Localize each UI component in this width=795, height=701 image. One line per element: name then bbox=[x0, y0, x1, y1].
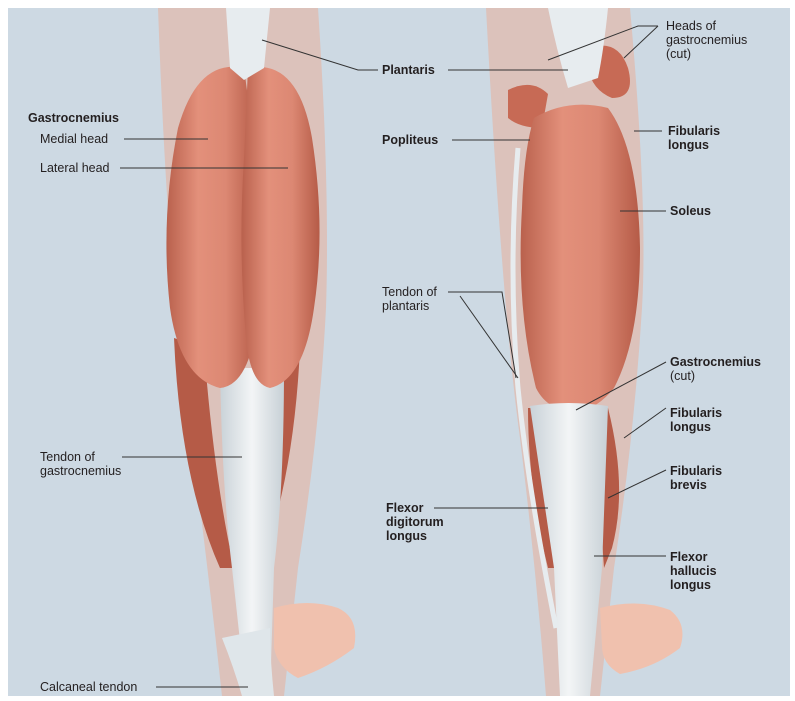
soleus-label: Soleus bbox=[670, 204, 711, 218]
tendon-of-gastrocnemius-label: Tendon of gastrocnemius bbox=[40, 450, 121, 478]
flexor-hallucis-longus-label: Flexor hallucis longus bbox=[670, 550, 717, 592]
soleus-shape bbox=[521, 105, 640, 412]
fibularis-longus-upper-label: Fibularis longus bbox=[668, 124, 720, 152]
fibularis-longus-lower-label: Fibularis longus bbox=[670, 406, 722, 434]
right-foot bbox=[600, 603, 682, 674]
flexor-digitorum-longus-label: Flexor digitorum longus bbox=[386, 501, 444, 543]
plantaris-label: Plantaris bbox=[382, 63, 435, 77]
fibularis-brevis-label: Fibularis brevis bbox=[670, 464, 722, 492]
gastrocnemius-heading-label: Gastrocnemius bbox=[28, 111, 119, 125]
heads-of-gastrocnemius-cut-label: Heads of gastrocnemius (cut) bbox=[666, 19, 747, 61]
left-foot bbox=[274, 603, 355, 678]
calcaneal-tendon-label: Calcaneal tendon bbox=[40, 680, 137, 694]
leg-muscles-artwork bbox=[8, 8, 790, 696]
left-leg-superficial bbox=[158, 8, 355, 696]
gastrocnemius-cut-label: Gastrocnemius bbox=[670, 355, 761, 369]
medial-head-label: Medial head bbox=[40, 132, 108, 146]
popliteus-label: Popliteus bbox=[382, 133, 438, 147]
right-leg-deep bbox=[486, 8, 682, 696]
lateral-head-label: Lateral head bbox=[40, 161, 110, 175]
gastrocnemius-cut-note: (cut) bbox=[670, 369, 695, 383]
tendon-of-plantaris-label: Tendon of plantaris bbox=[382, 285, 437, 313]
illustration-panel: Gastrocnemius Medial head Lateral head T… bbox=[8, 8, 790, 696]
